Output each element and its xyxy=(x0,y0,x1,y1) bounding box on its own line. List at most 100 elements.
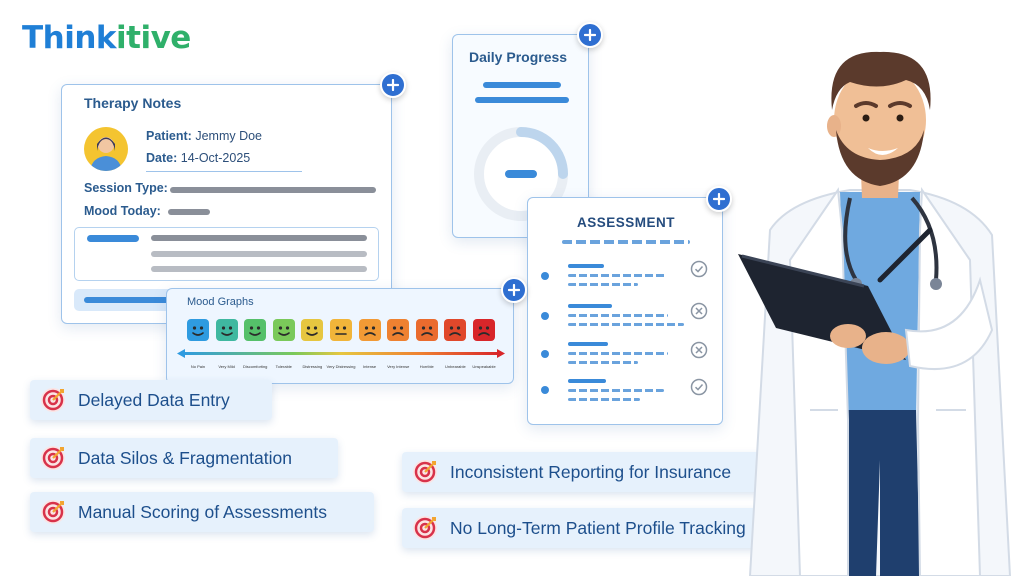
challenge-label: No Long-Term Patient Profile Tracking xyxy=(450,517,746,538)
assessment-row-line xyxy=(568,264,604,268)
assessment-row-line xyxy=(568,342,608,346)
notes-line-3 xyxy=(151,266,367,272)
patient-label: Patient: xyxy=(146,129,192,143)
date-value: 14-Oct-2025 xyxy=(180,151,251,165)
progress-line-1 xyxy=(483,82,561,88)
mood-today-value-bar xyxy=(168,209,210,215)
patient-field: Patient: Jemmy Doe xyxy=(146,129,262,143)
assessment-row-line xyxy=(568,274,666,277)
doctor-illustration xyxy=(738,51,1012,576)
mood-face-icon[interactable] xyxy=(272,319,295,341)
mood-graphs-card: Mood Graphs No Pain Very Mild Discomfortin… xyxy=(166,288,514,384)
mood-face-icon[interactable] xyxy=(215,319,238,341)
mood-face-icon[interactable] xyxy=(330,319,352,341)
notes-line-1 xyxy=(151,235,367,241)
notes-textbox[interactable] xyxy=(74,227,379,281)
notes-footer-line xyxy=(84,297,174,303)
mood-face-icon[interactable] xyxy=(415,319,438,341)
assessment-card: ASSESSMENT xyxy=(527,197,723,425)
assessment-row-line xyxy=(568,323,684,326)
date-label: Date: xyxy=(146,151,178,165)
mood-face-icon[interactable] xyxy=(473,319,495,341)
challenge-pill-data-silos: Data Silos & Fragmentation xyxy=(30,438,338,478)
target-icon xyxy=(41,446,65,470)
target-icon xyxy=(41,500,65,524)
therapy-notes-add-button[interactable] xyxy=(380,72,406,98)
challenge-pill-inconsistent-reporting: Inconsistent Reporting for Insurance xyxy=(402,452,778,492)
assessment-subtitle-dashes xyxy=(562,240,690,244)
assessment-row-line xyxy=(568,389,664,392)
target-icon xyxy=(413,460,437,484)
challenge-label: Data Silos & Fragmentation xyxy=(78,447,292,468)
mood-level-label: Unspeakable xyxy=(472,364,496,369)
assessment-row-line xyxy=(568,304,612,308)
brand-logo: Thinkitive xyxy=(22,20,191,56)
assessment-row-line xyxy=(568,398,640,401)
x-circle-icon[interactable] xyxy=(690,341,708,359)
assessment-row-bullet xyxy=(541,272,549,280)
progress-ring xyxy=(474,127,568,221)
mood-level-label: Horrible xyxy=(419,364,434,369)
target-icon xyxy=(413,516,437,540)
mood-face-icon[interactable] xyxy=(358,319,381,341)
mood-level-label: No Pain xyxy=(190,364,206,369)
mood-level-label: Tolerable xyxy=(275,364,292,369)
check-circle-icon[interactable] xyxy=(690,378,708,396)
patient-avatar xyxy=(84,127,128,171)
target-icon xyxy=(41,388,65,412)
mood-face-icon[interactable] xyxy=(244,319,267,341)
mood-level-label: Discomforting xyxy=(242,364,268,369)
session-type-value-bar xyxy=(170,187,376,193)
mood-level-label: Distressing xyxy=(302,364,323,369)
mood-level-label: Unbearable xyxy=(445,364,466,369)
assessment-row-line xyxy=(568,352,668,355)
date-underline xyxy=(146,171,302,172)
assessment-row-bullet xyxy=(541,312,549,320)
assessment-add-button[interactable] xyxy=(706,186,732,212)
mood-level-label: Intense xyxy=(363,364,377,369)
mood-face-icon[interactable] xyxy=(187,319,209,341)
mood-scale-arrow xyxy=(177,349,505,358)
assessment-row-line xyxy=(568,379,606,383)
mood-today-field: Mood Today: xyxy=(84,204,161,218)
challenge-label: Manual Scoring of Assessments xyxy=(78,501,328,522)
session-type-label: Session Type: xyxy=(84,181,168,195)
x-circle-icon[interactable] xyxy=(690,302,708,320)
check-circle-icon[interactable] xyxy=(690,260,708,278)
session-type-field: Session Type: xyxy=(84,181,168,195)
assessment-row-bullet xyxy=(541,350,549,358)
challenge-pill-delayed-data-entry: Delayed Data Entry xyxy=(30,380,272,420)
plus-icon xyxy=(584,29,596,41)
notes-line-2 xyxy=(151,251,367,257)
assessment-row-line xyxy=(568,283,638,286)
mood-today-label: Mood Today: xyxy=(84,204,161,218)
date-field: Date: 14-Oct-2025 xyxy=(146,151,250,165)
mood-face-icon[interactable] xyxy=(301,319,324,341)
mood-level-label: Very Distressing xyxy=(326,364,356,369)
plus-icon xyxy=(713,193,725,205)
daily-progress-title: Daily Progress xyxy=(469,49,568,65)
therapy-notes-title: Therapy Notes xyxy=(84,95,182,111)
challenge-pill-manual-scoring: Manual Scoring of Assessments xyxy=(30,492,374,532)
plus-icon xyxy=(508,284,520,296)
mood-graphs-title: Mood Graphs xyxy=(187,296,254,308)
mood-face-icon[interactable] xyxy=(444,319,467,341)
assessment-row-line xyxy=(568,314,668,317)
challenge-label: Inconsistent Reporting for Insurance xyxy=(450,461,732,482)
assessment-title: ASSESSMENT xyxy=(576,215,676,230)
challenge-pill-no-long-term-tracking: No Long-Term Patient Profile Tracking xyxy=(402,508,798,548)
brand-logo-part2: itive xyxy=(116,20,191,56)
brand-logo-part1: Think xyxy=(22,20,117,56)
challenge-label: Delayed Data Entry xyxy=(78,389,230,410)
daily-progress-card: Daily Progress xyxy=(452,34,589,238)
assessment-row-bullet xyxy=(541,386,549,394)
plus-icon xyxy=(387,79,399,91)
mood-level-label: Very Mild xyxy=(218,364,235,369)
mood-graphs-add-button[interactable] xyxy=(501,277,527,303)
assessment-row-line xyxy=(568,361,638,364)
mood-level-label: Very Intense xyxy=(387,364,410,369)
mood-face-icon[interactable] xyxy=(387,319,410,341)
daily-progress-add-button[interactable] xyxy=(577,22,603,48)
patient-value: Jemmy Doe xyxy=(195,129,263,143)
notes-tag-bar xyxy=(87,235,139,242)
